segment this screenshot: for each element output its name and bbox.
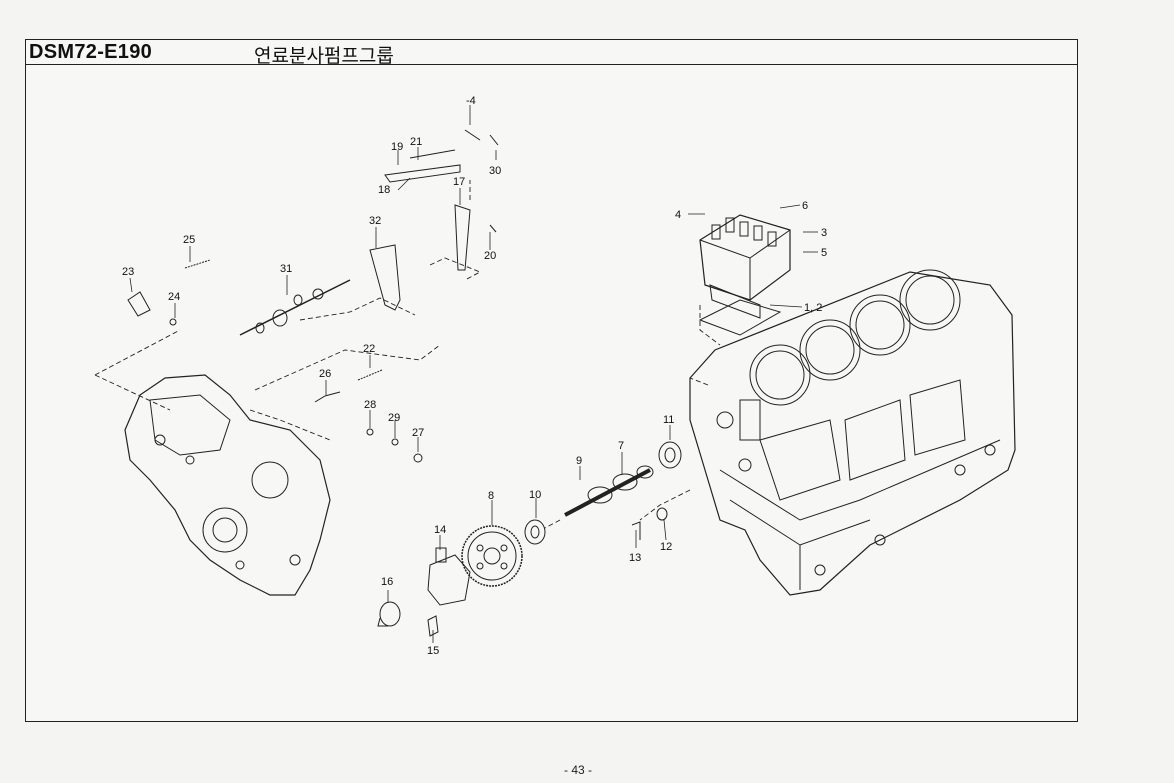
- callout: 30: [489, 165, 501, 177]
- callout: 10: [529, 489, 541, 501]
- callout: 5: [821, 247, 827, 259]
- drawing-title: 연료분사펌프그룹: [254, 46, 394, 67]
- leader-lines: [94, 180, 721, 529]
- bolt-15: [427, 615, 439, 637]
- callout: 15: [427, 645, 439, 657]
- callout: 17: [453, 176, 465, 188]
- bearing-11: [658, 441, 682, 469]
- callout: 24: [168, 291, 180, 303]
- callout: 14: [434, 524, 446, 536]
- injection-pump: [699, 214, 791, 319]
- callout: 7: [618, 440, 624, 452]
- callout: 6: [802, 200, 808, 212]
- callout: 22: [363, 343, 375, 355]
- drawing-frame: DSM72-E190 연료분사펌프그룹: [25, 39, 1078, 722]
- camshaft: [564, 465, 654, 517]
- callout: 27: [412, 427, 424, 439]
- callout: 1, 2: [804, 302, 822, 314]
- callout: 12: [660, 541, 672, 553]
- callout: 28: [364, 399, 376, 411]
- spring-and-nuts: [314, 369, 423, 463]
- bolt-13: [631, 521, 641, 540]
- callout: 31: [280, 263, 292, 275]
- callout: 3: [821, 227, 827, 239]
- callout: 23: [122, 266, 134, 278]
- callout: 32: [369, 215, 381, 227]
- title-bar: DSM72-E190 연료분사펌프그룹: [26, 40, 1077, 67]
- governor-levers: [369, 129, 499, 311]
- drive-gear: [461, 525, 523, 587]
- callout: 18: [378, 184, 390, 196]
- callout: 11: [663, 414, 674, 426]
- callout: -4: [466, 95, 476, 107]
- gear-case: [124, 374, 331, 596]
- callout: 26: [319, 368, 331, 380]
- callout: 8: [488, 490, 494, 502]
- callout: 13: [629, 552, 641, 564]
- bearing-10: [524, 519, 546, 545]
- drawing-code: DSM72-E190: [29, 41, 153, 63]
- pump-gasket: [698, 299, 782, 336]
- callout: 4: [675, 209, 681, 221]
- callout: 20: [484, 250, 496, 262]
- callout: 21: [410, 136, 422, 148]
- governor-weight: [427, 547, 471, 606]
- shaft-assembly: [239, 279, 351, 336]
- callout-leaders: [129, 105, 818, 643]
- stop-lever: [127, 259, 211, 326]
- callout: 19: [391, 141, 403, 153]
- callout: 25: [183, 234, 195, 246]
- page-number: - 43 -: [564, 763, 593, 777]
- callout-labels: -4 19 21 30 18 17 32 20 25 31 23 24 22 2…: [122, 95, 827, 657]
- washer-12: [656, 507, 668, 521]
- callout: 9: [576, 455, 582, 467]
- engine-block: [689, 269, 1016, 596]
- governor-sleeve: [377, 601, 401, 627]
- callout: 16: [381, 576, 393, 588]
- callout: 29: [388, 412, 400, 424]
